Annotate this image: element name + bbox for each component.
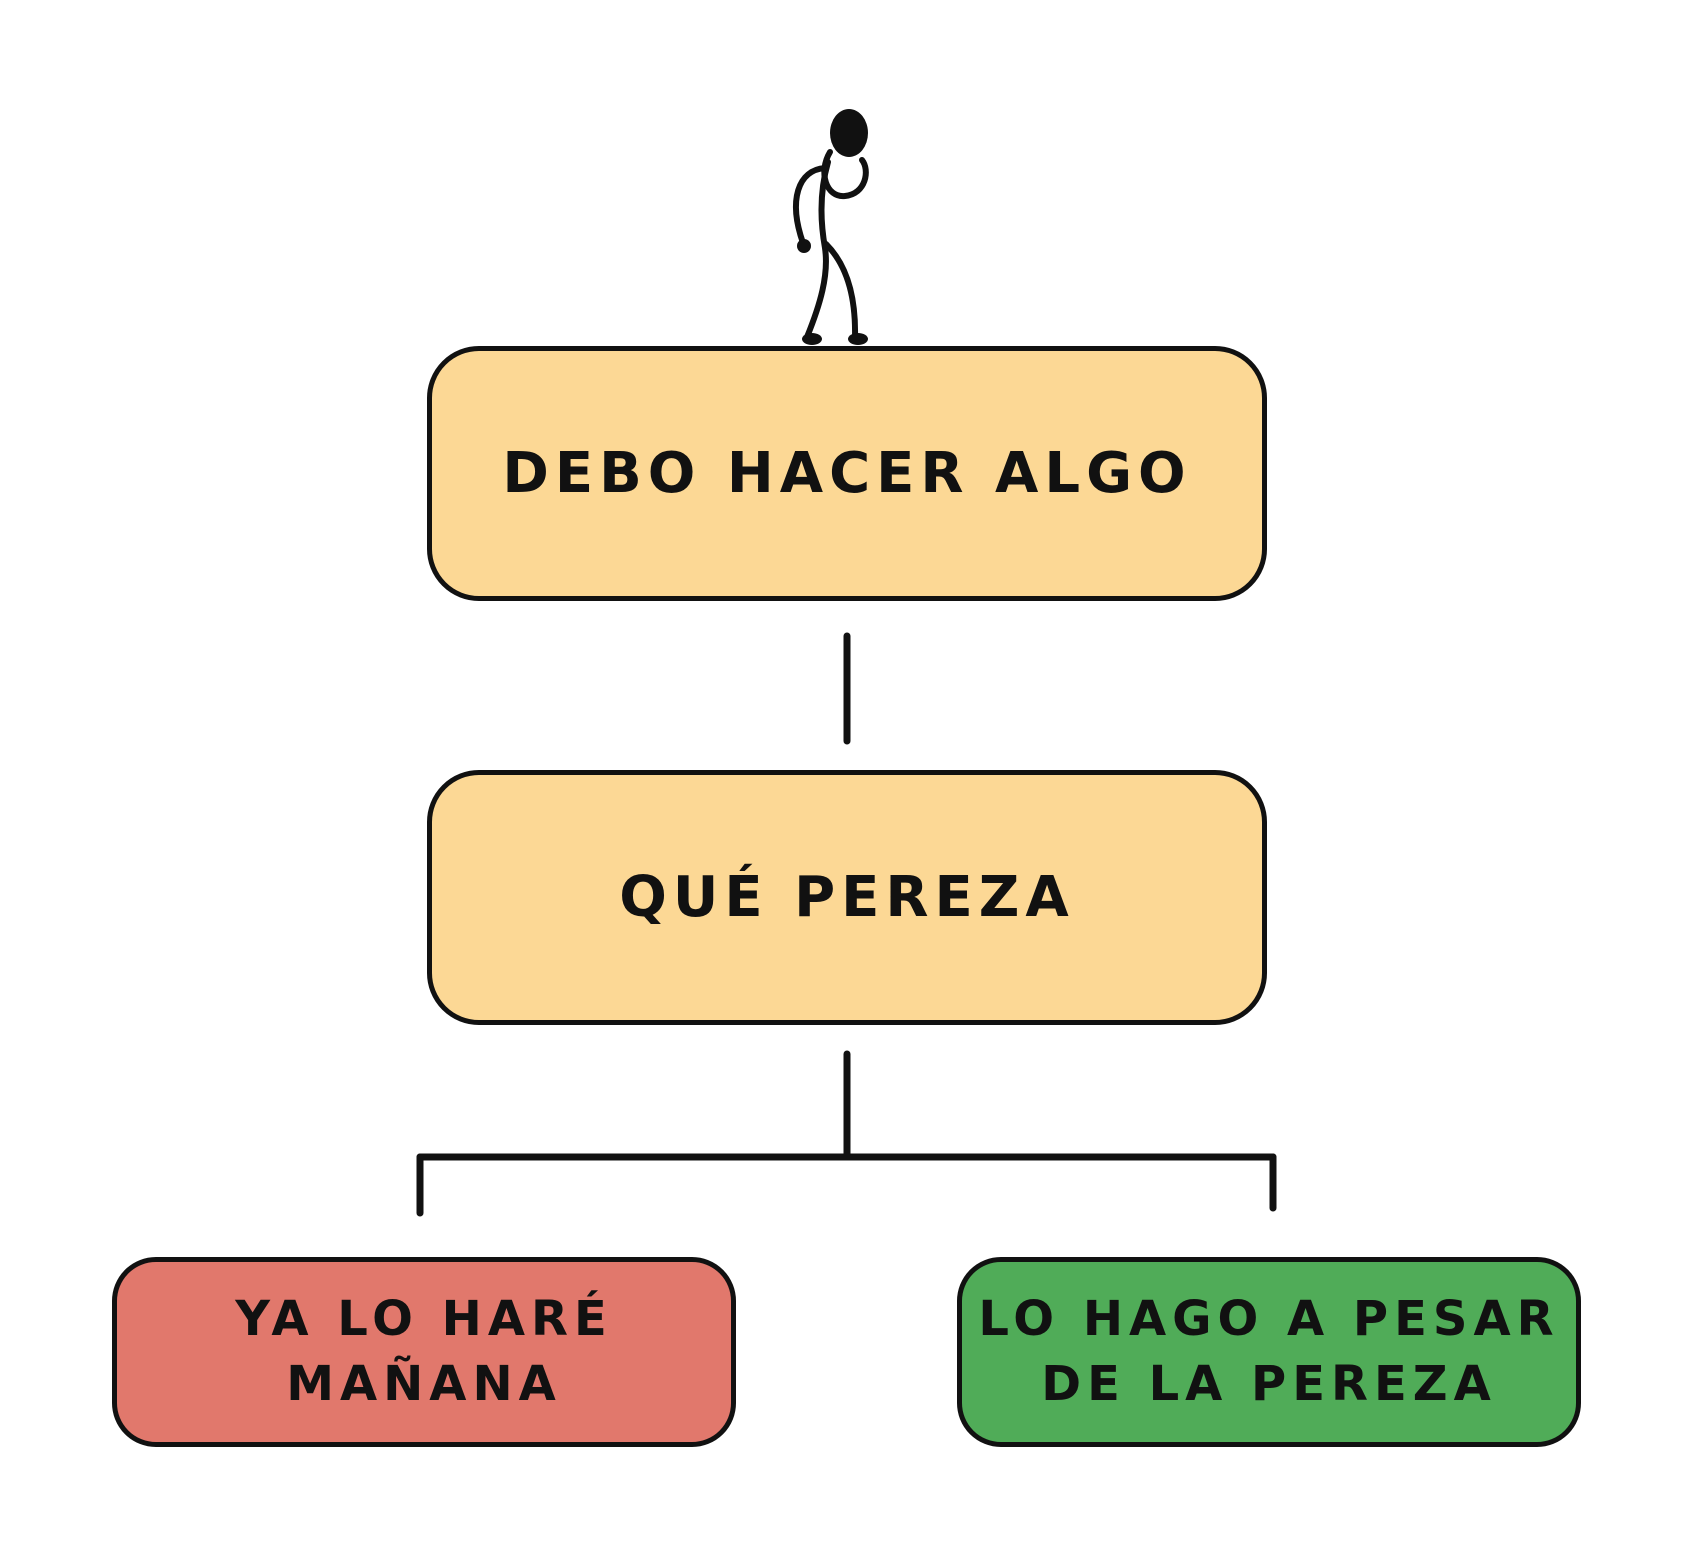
- figure-foot-right: [848, 333, 868, 345]
- thinking-stick-figure: [793, 109, 869, 345]
- node-label: YA LO HARÉ MAÑANA: [235, 1291, 613, 1412]
- node-label: QUÉ PEREZA: [619, 864, 1075, 930]
- figure-hand-on-chin: [821, 149, 869, 200]
- node-label: DEBO HACER ALGO: [502, 440, 1192, 506]
- node-que-pereza: QUÉ PEREZA: [427, 770, 1267, 1025]
- figure-fist: [797, 239, 811, 253]
- figure-body: [804, 159, 831, 340]
- figure-leg: [823, 241, 859, 340]
- connectors: [416, 632, 1277, 1217]
- node-lo-hago-a-pesar: LO HAGO A PESAR DE LA PEREZA: [957, 1257, 1581, 1447]
- figure-foot-left: [802, 333, 822, 345]
- node-debo-hacer-algo: DEBO HACER ALGO: [427, 346, 1267, 601]
- figure-head: [830, 109, 868, 157]
- node-label: LO HAGO A PESAR DE LA PEREZA: [978, 1291, 1560, 1412]
- node-ya-lo-hare-manana: YA LO HARÉ MAÑANA: [112, 1257, 736, 1447]
- figure-arm: [793, 165, 828, 246]
